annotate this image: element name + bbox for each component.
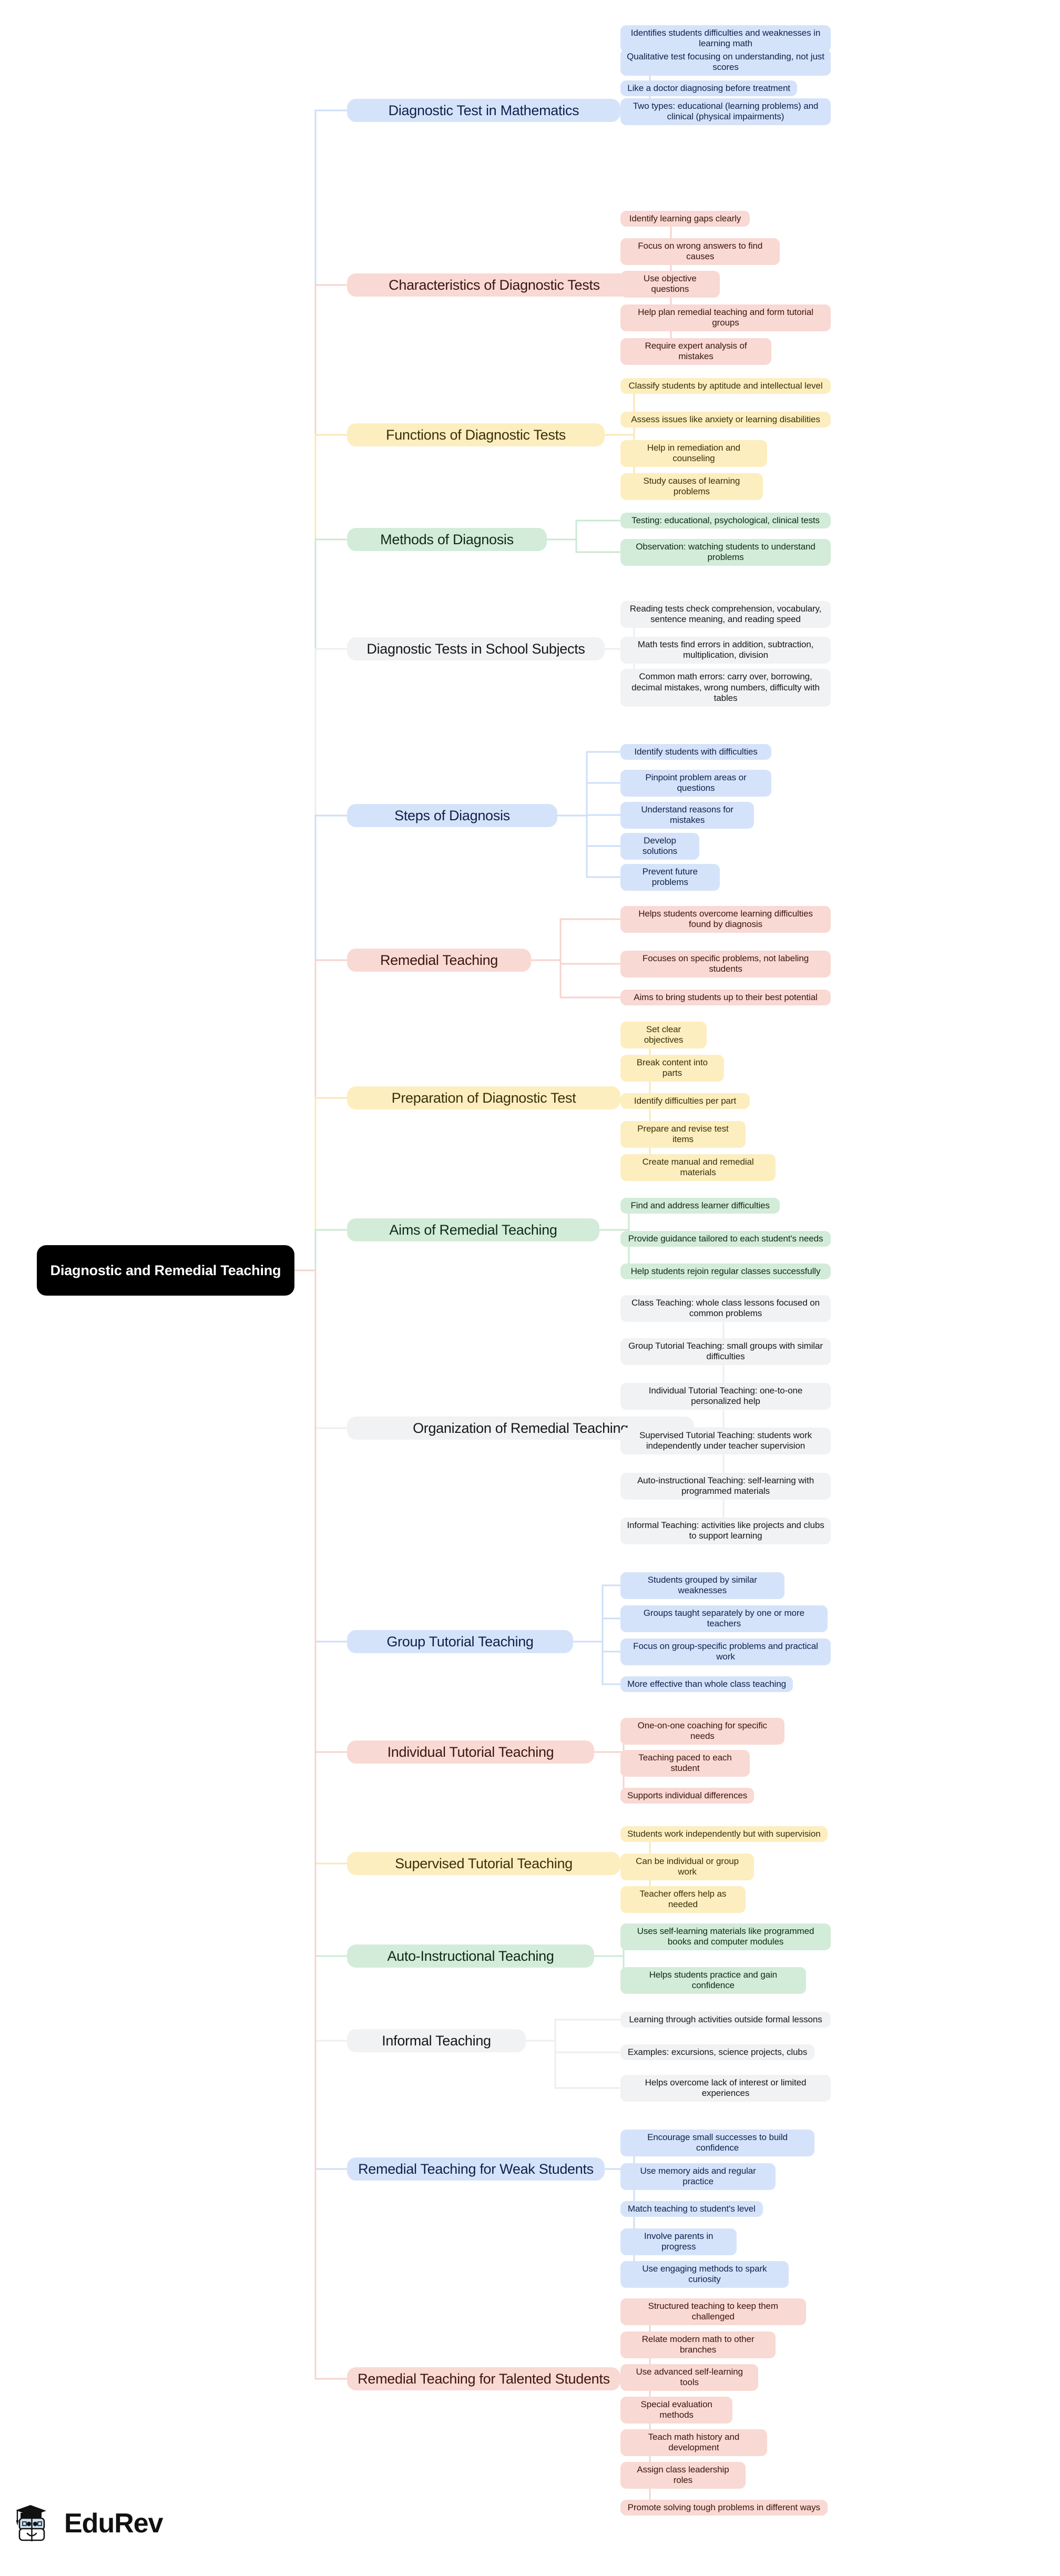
leaf-node[interactable]: Assess issues like anxiety or learning d… [620,411,831,428]
leaf-node[interactable]: Identify difficulties per part [620,1093,750,1109]
leaf-node[interactable]: Use memory aids and regular practice [620,2163,776,2190]
leaf-node[interactable]: Prevent future problems [620,863,720,891]
branch-node[interactable]: Characteristics of Diagnostic Tests [347,273,641,297]
leaf-node[interactable]: Identify students with difficulties [620,744,771,760]
leaf-node[interactable]: Observation: watching students to unders… [620,538,831,566]
leaf-node[interactable]: Focuses on specific problems, not labeli… [620,950,831,978]
branch-node[interactable]: Group Tutorial Teaching [347,1630,573,1654]
leaf-node[interactable]: Focus on wrong answers to find causes [620,238,780,265]
leaf-node[interactable]: Assign class leadership roles [620,2461,746,2489]
leaf-node[interactable]: Use engaging methods to spark curiosity [620,2261,789,2288]
branch-node[interactable]: Functions of Diagnostic Tests [347,423,605,447]
leaf-node[interactable]: Use advanced self-learning tools [620,2364,759,2391]
graduation-book-mascot-icon [16,2505,46,2541]
leaf-node[interactable]: Use objective questions [620,270,720,298]
leaf-node[interactable]: Teaching paced to each student [620,1749,750,1777]
leaf-node[interactable]: Find and address learner difficulties [620,1197,780,1214]
leaf-node[interactable]: Develop solutions [620,832,699,860]
leaf-node[interactable]: Students grouped by similar weaknesses [620,1572,784,1599]
branch-node[interactable]: Remedial Teaching for Talented Students [347,2367,620,2391]
leaf-node[interactable]: Learning through activities outside form… [620,2011,831,2028]
edurev-logo: EduRev [12,2501,164,2546]
leaf-node[interactable]: Helps students overcome learning difficu… [620,905,831,933]
leaf-node[interactable]: Can be individual or group work [620,1853,755,1880]
leaf-node[interactable]: Groups taught separately by one or more … [620,1605,828,1632]
leaf-node[interactable]: Testing: educational, psychological, cli… [620,512,831,529]
leaf-node[interactable]: Encourage small successes to build confi… [620,2129,814,2156]
leaf-node[interactable]: Break content into parts [620,1054,724,1082]
leaf-node[interactable]: Identifies students difficulties and wea… [620,25,831,52]
leaf-node[interactable]: Teacher offers help as needed [620,1886,746,1913]
leaf-node[interactable]: Reading tests check comprehension, vocab… [620,600,831,628]
leaf-node[interactable]: Help students rejoin regular classes suc… [620,1263,831,1280]
branch-node[interactable]: Aims of Remedial Teaching [347,1218,599,1242]
branch-node[interactable]: Supervised Tutorial Teaching [347,1851,620,1876]
leaf-node[interactable]: Qualitative test focusing on understandi… [620,48,831,76]
leaf-node[interactable]: Group Tutorial Teaching: small groups wi… [620,1338,831,1365]
leaf-node[interactable]: Helps overcome lack of interest or limit… [620,2074,831,2102]
leaf-node[interactable]: Teach math history and development [620,2429,767,2456]
leaf-node[interactable]: Individual Tutorial Teaching: one-to-one… [620,1382,831,1410]
branch-node[interactable]: Individual Tutorial Teaching [347,1740,594,1764]
leaf-node[interactable]: Help in remediation and counseling [620,440,767,467]
branch-node[interactable]: Methods of Diagnosis [347,527,547,552]
leaf-node[interactable]: Common math errors: carry over, borrowin… [620,669,831,707]
leaf-node[interactable]: Identify learning gaps clearly [620,210,750,227]
leaf-node[interactable]: Supports individual differences [620,1787,755,1804]
leaf-node[interactable]: Like a doctor diagnosing before treatmen… [620,80,798,97]
leaf-node[interactable]: Students work independently but with sup… [620,1826,828,1842]
leaf-node[interactable]: Uses self-learning materials like progra… [620,1923,831,1950]
leaf-node[interactable]: Special evaluation methods [620,2396,733,2424]
leaf-node[interactable]: Help plan remedial teaching and form tut… [620,304,831,331]
leaf-node[interactable]: Informal Teaching: activities like proje… [620,1517,831,1544]
leaf-node[interactable]: Classify students by aptitude and intell… [620,378,831,394]
leaf-node[interactable]: Prepare and revise test items [620,1121,746,1148]
branch-node[interactable]: Informal Teaching [347,2029,526,2053]
branch-node[interactable]: Remedial Teaching [347,948,531,972]
leaf-node[interactable]: Promote solving tough problems in differ… [620,2499,828,2516]
branch-node[interactable]: Auto-Instructional Teaching [347,1944,594,1968]
branch-node[interactable]: Remedial Teaching for Weak Students [347,2157,605,2181]
leaf-node[interactable]: Auto-instructional Teaching: self-learni… [620,1472,831,1500]
leaf-node[interactable]: Provide guidance tailored to each studen… [620,1230,831,1247]
leaf-node[interactable]: Helps students practice and gain confide… [620,1967,806,1994]
branch-node[interactable]: Steps of Diagnosis [347,803,557,828]
leaf-node[interactable]: Supervised Tutorial Teaching: students w… [620,1427,831,1454]
branch-node[interactable]: Diagnostic Test in Mathematics [347,98,620,123]
leaf-node[interactable]: Two types: educational (learning problem… [620,98,831,125]
leaf-node[interactable]: One-on-one coaching for specific needs [620,1717,784,1745]
branch-node[interactable]: Preparation of Diagnostic Test [347,1086,620,1110]
leaf-node[interactable]: Examples: excursions, science projects, … [620,2044,814,2061]
leaf-node[interactable]: Class Teaching: whole class lessons focu… [620,1295,831,1322]
leaf-node[interactable]: Relate modern math to other branches [620,2331,776,2358]
leaf-node[interactable]: Create manual and remedial materials [620,1154,776,1181]
leaf-node[interactable]: Structured teaching to keep them challen… [620,2298,806,2325]
edurev-wordmark: EduRev [64,2508,164,2539]
leaf-node[interactable]: Pinpoint problem areas or questions [620,769,771,797]
leaf-node[interactable]: Match teaching to student's level [620,2201,763,2217]
leaf-node[interactable]: Understand reasons for mistakes [620,801,755,829]
leaf-node[interactable]: Math tests find errors in addition, subt… [620,636,831,664]
root-node[interactable]: Diagnostic and Remedial Teaching [37,1245,294,1296]
leaf-node[interactable]: Focus on group-specific problems and pra… [620,1638,831,1665]
leaf-node[interactable]: Involve parents in progress [620,2228,737,2255]
leaf-node[interactable]: Set clear objectives [620,1021,707,1048]
leaf-node[interactable]: Aims to bring students up to their best … [620,989,831,1006]
leaf-node[interactable]: More effective than whole class teaching [620,1676,793,1693]
branch-node[interactable]: Diagnostic Tests in School Subjects [347,637,605,661]
leaf-node[interactable]: Require expert analysis of mistakes [620,338,771,365]
leaf-node[interactable]: Study causes of learning problems [620,473,763,500]
